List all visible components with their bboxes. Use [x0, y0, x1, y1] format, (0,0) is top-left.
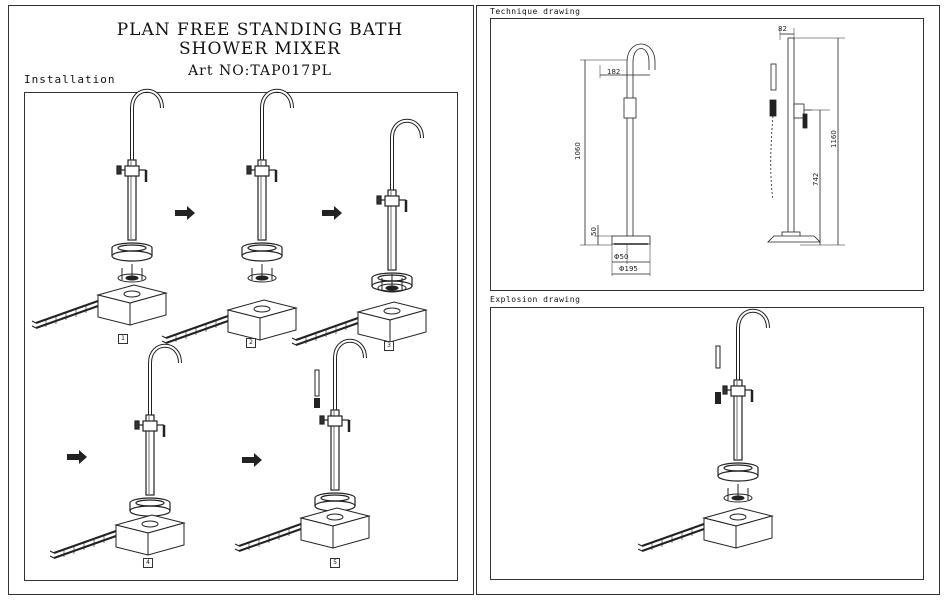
title-line1: PLAN FREE STANDING BATH — [116, 20, 404, 40]
left-panel-frame — [8, 5, 474, 595]
technique-box — [490, 18, 924, 291]
technique-label: Technique drawing — [490, 7, 581, 16]
dim-height-left: 1060 — [574, 142, 582, 160]
art-number: Art NO:TAP017PL — [188, 63, 332, 79]
dim-spout-reach: 182 — [607, 68, 620, 76]
explosion-box — [490, 307, 924, 580]
dim-side-offset: 82 — [778, 25, 787, 33]
step-number: 1 — [118, 334, 128, 344]
dim-height-right: 1160 — [830, 130, 838, 148]
right-panel-frame — [476, 5, 940, 595]
title-line2: SHOWER MIXER — [179, 39, 341, 59]
step-number: 4 — [143, 558, 153, 568]
dim-base-dia: Φ195 — [619, 265, 638, 273]
step-number: 2 — [246, 338, 256, 348]
step-number: 3 — [384, 341, 394, 351]
installation-box — [24, 92, 458, 581]
explosion-label: Explosion drawing — [490, 295, 581, 304]
installation-label: Installation — [24, 73, 116, 86]
step-number: 5 — [330, 558, 340, 568]
dim-base-height: 50 — [590, 227, 598, 236]
dim-pipe-dia: Φ50 — [614, 253, 628, 261]
dim-valve-height: 742 — [812, 173, 820, 186]
step5-assembly — [234, 338, 370, 552]
